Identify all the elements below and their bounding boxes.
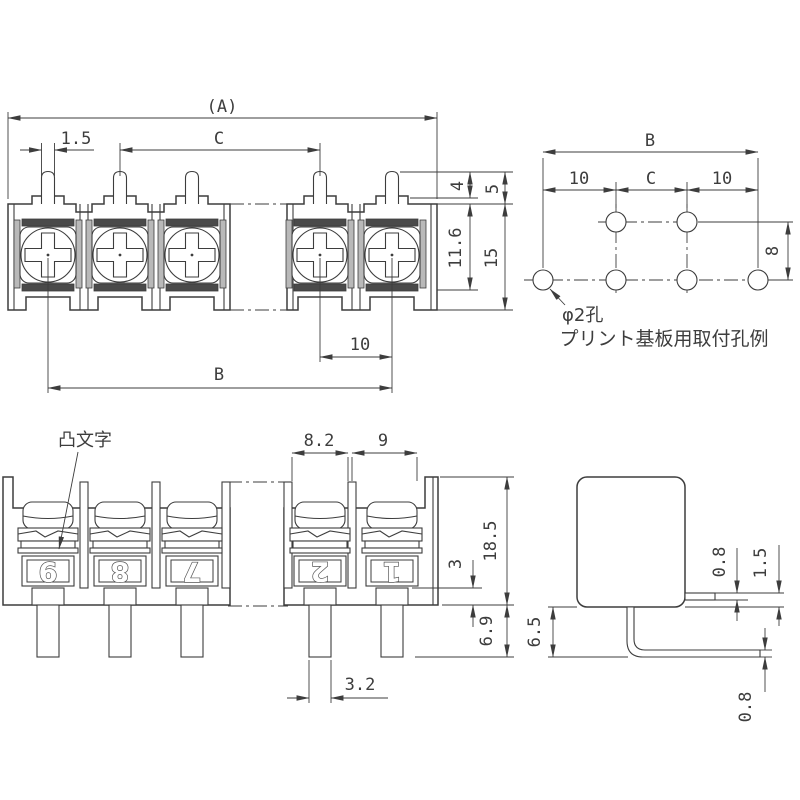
hole-diameter-callout: φ2孔 [549, 288, 603, 326]
dim-label-pcb-center-span: C [646, 169, 656, 189]
side-solder-tab [684, 592, 716, 601]
dim-lead-thickness: 0.8 [736, 628, 768, 723]
front-pin-5 [384, 170, 400, 205]
dim-mounting-span: B [47, 365, 393, 391]
emboss-callout: 凸文字 [58, 430, 112, 550]
dim-terminal-opening: 8.2 [291, 431, 349, 481]
dim-label-pcb-right-pitch: 10 [712, 169, 732, 189]
front-terminal-screw-3 [157, 218, 227, 292]
dim-body-height: 15 [437, 203, 513, 311]
pcb-hole-view: B 10 C 10 8 φ2孔 プリント基板用取付孔例 [524, 131, 793, 350]
terminal-number-1: 1 [383, 556, 402, 587]
dim-label-pin-height-to-step: 4 [448, 181, 468, 191]
dim-label-tab-to-bottom: 1.5 [751, 548, 771, 579]
dim-label-lead-drop: 6.5 [525, 617, 545, 648]
front-pin-2 [112, 170, 128, 205]
dim-overall-width: (A) [7, 97, 438, 199]
barrier-wall [79, 481, 89, 589]
dim-upper-body-depth: 11.6 [437, 203, 478, 291]
mounting-hole [532, 269, 554, 291]
dim-label-overall-width: (A) [207, 97, 238, 117]
dim-label-pcb-row-spacing: 8 [763, 246, 783, 256]
dim-pin-width: 3.2 [287, 660, 388, 703]
front-view: (A) 1.5 C 4 5 [7, 97, 513, 393]
dim-label-pcb-span: B [645, 131, 655, 151]
barrier-wall [221, 481, 231, 589]
dim-label-back-body-height: 18.5 [481, 521, 501, 562]
dim-pin-length: 6.9 [415, 604, 514, 658]
side-view: 0.8 1.5 6.5 0.8 [525, 476, 784, 723]
dim-screw-span: C [119, 129, 321, 176]
dim-pcb-pitches: 10 C 10 [542, 169, 759, 208]
dim-pin-height: 5 [437, 171, 513, 205]
mounting-hole [605, 269, 627, 291]
dim-label-base-step: 3 [446, 559, 466, 569]
dim-label-pin-offset: 1.5 [61, 129, 92, 149]
side-body [576, 476, 686, 608]
dim-label-lead-thickness: 0.8 [736, 692, 756, 723]
terminal-number-8: 8 [111, 556, 130, 587]
dim-label-pin-length: 6.9 [477, 616, 497, 647]
terminal-number-7: 7 [183, 556, 202, 587]
front-terminal-screw-2 [85, 218, 155, 292]
dim-label-pcb-left-pitch: 10 [569, 169, 589, 189]
dim-label-pin-width: 3.2 [345, 675, 376, 695]
dim-label-pin-height: 5 [483, 184, 503, 194]
dim-base-step: 3 [412, 559, 482, 627]
dim-label-upper-body-depth: 11.6 [446, 228, 466, 269]
hole-diameter-label: φ2孔 [562, 305, 603, 326]
dim-label-body-height: 15 [482, 248, 502, 268]
terminal-number-2: 2 [311, 556, 330, 587]
dim-lead-drop: 6.5 [525, 606, 556, 658]
mounting-hole [747, 269, 769, 291]
dim-tab-thickness: 0.8 [710, 547, 740, 621]
front-pin-3 [184, 170, 200, 205]
dim-end-terminal: 9 [351, 431, 418, 481]
dim-pcb-overall-span: B [542, 131, 759, 268]
dim-label-tab-thickness: 0.8 [710, 547, 730, 578]
dim-pin-offset: 1.5 [20, 129, 94, 176]
dim-label-terminal-opening: 8.2 [304, 431, 335, 451]
dim-label-terminal-pitch: 10 [350, 335, 370, 355]
barrier-wall [151, 481, 161, 589]
dim-terminal-pitch: 10 [319, 335, 393, 360]
back-view: 9 8 7 2 1 凸文字 8.2 9 18.5 [2, 430, 514, 703]
dim-back-body-height: 18.5 [440, 476, 514, 606]
dim-pcb-row-spacing: 8 [763, 221, 793, 281]
emboss-label: 凸文字 [58, 430, 112, 451]
side-bent-lead [626, 606, 761, 658]
pcb-view-caption: プリント基板用取付孔例 [559, 328, 768, 350]
dim-tab-to-bottom: 1.5 [751, 545, 782, 626]
mounting-hole [605, 211, 627, 233]
front-pin-1 [40, 170, 56, 205]
mounting-hole [676, 269, 698, 291]
terminal-number-9: 9 [39, 556, 58, 587]
mounting-hole [676, 211, 698, 233]
dim-label-end-terminal: 9 [378, 431, 388, 451]
dim-label-mounting-span: B [214, 365, 224, 385]
dim-pin-height-to-step: 4 [400, 171, 513, 199]
front-pin-4 [312, 170, 328, 205]
dim-label-screw-span: C [214, 129, 224, 149]
